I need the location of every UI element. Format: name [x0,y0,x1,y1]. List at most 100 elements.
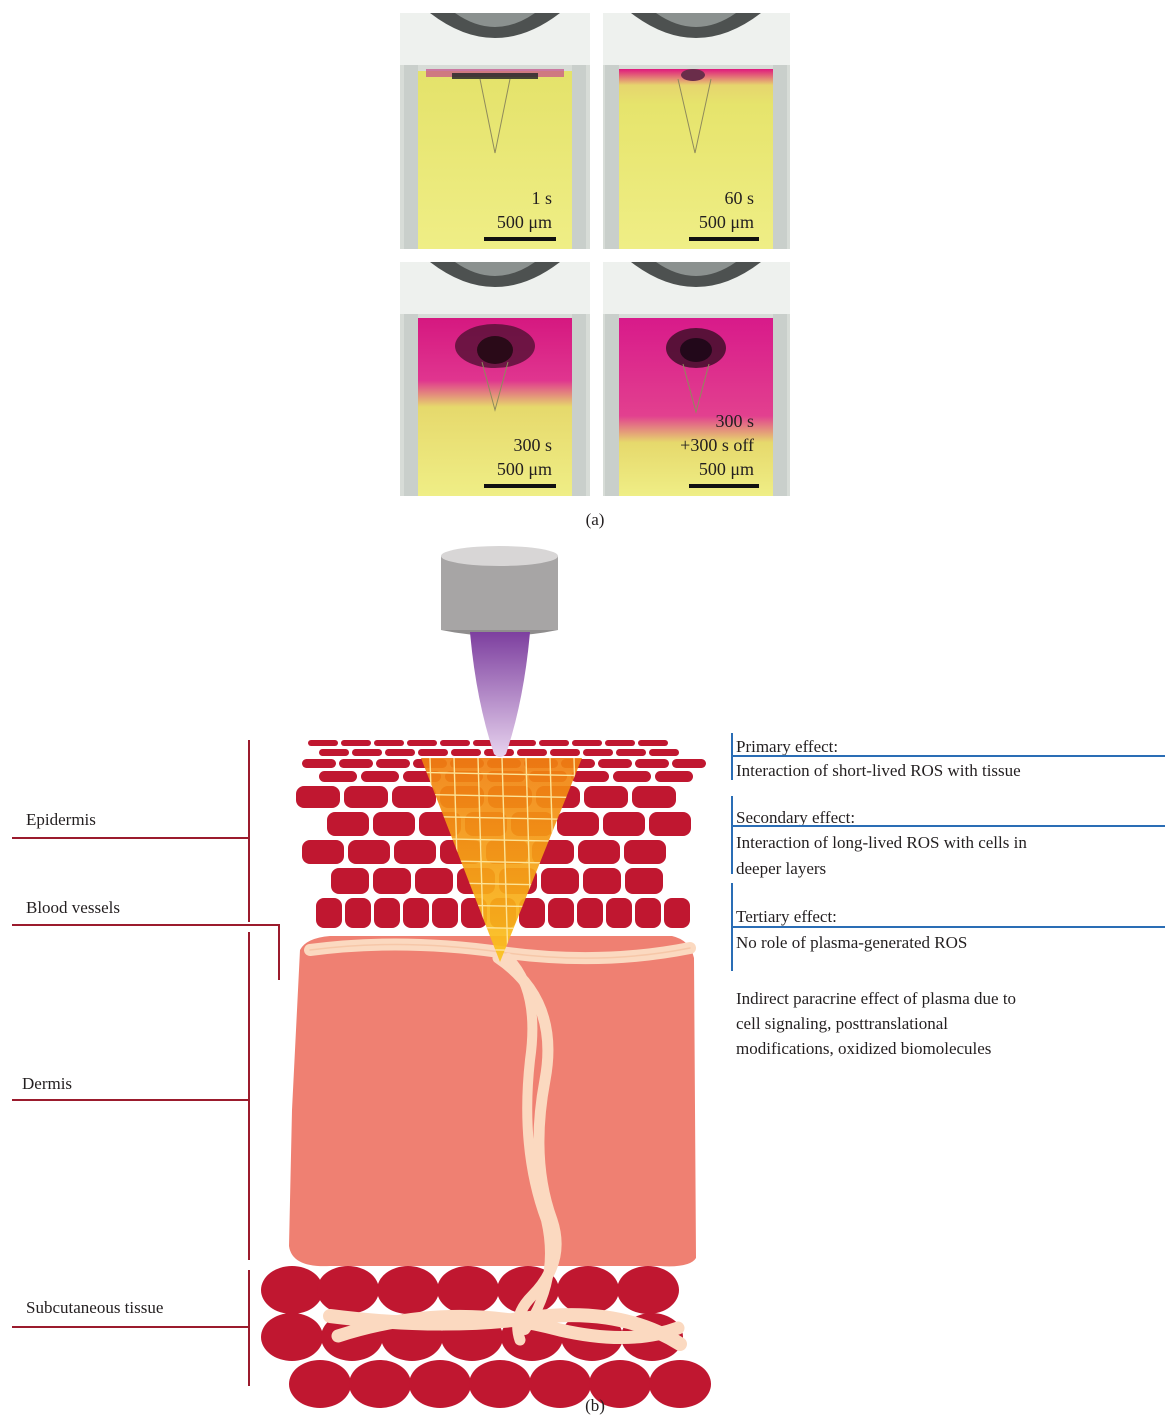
epidermis-cell [331,868,369,894]
epidermis-cell [577,898,603,928]
leader-tertiary [731,926,1165,928]
epidermis-cell [341,740,371,746]
epidermis-cell [664,898,690,928]
epidermis-cell [440,740,470,746]
indirect-effect-3: modifications, oxidized biomolecules [736,1037,991,1060]
indirect-effect-2: cell signaling, posttranslational [736,1012,948,1035]
epidermis-cell [606,898,632,928]
epidermis-cell [339,759,373,768]
fat-cell [289,1360,351,1408]
leader-dermis [12,1099,249,1101]
dermis-layer [289,936,696,1266]
nozzle [441,556,558,630]
fat-cell [377,1266,439,1314]
epidermis-cell [557,812,599,836]
label-epidermis: Epidermis [26,810,96,830]
fat-cell [617,1266,679,1314]
leader-blood-vessels [12,924,279,926]
label-blood-vessels: Blood vessels [26,898,120,918]
primary-effect-desc: Interaction of short-lived ROS with tiss… [736,759,1021,782]
epidermis-cell [583,749,613,756]
epidermis-cell [624,840,666,864]
epidermis-cell [385,749,415,756]
secondary-effect-desc-1: Interaction of long-lived ROS with cells… [736,831,1027,854]
epidermis-cell [361,771,399,782]
epidermis-cell [598,759,632,768]
epidermis-cell [376,759,410,768]
fat-cell [437,1266,499,1314]
leader-subcutaneous [12,1326,249,1328]
label-dermis: Dermis [22,1074,72,1094]
epidermis-cell [572,740,602,746]
epidermis-cell [348,840,390,864]
epidermis-cell [605,740,635,746]
epidermis-cell [345,898,371,928]
bracket-secondary [731,796,733,874]
epidermis-cell [302,759,336,768]
epidermis-cell [374,898,400,928]
epidermis-cell [319,749,349,756]
indirect-effect-1: Indirect paracrine effect of plasma due … [736,987,1016,1010]
bracket-epidermis [248,740,250,922]
epidermis-cell [451,749,481,756]
epidermis-cell [296,786,340,808]
epidermis-cell [603,812,645,836]
epidermis-cell [584,786,628,808]
epidermis-cell [571,771,609,782]
epidermis-cell [373,812,415,836]
epidermis-cell [616,749,646,756]
leader-epidermis [12,837,249,839]
bracket-primary [731,733,733,780]
epidermis-cell [392,786,436,808]
epidermis-cell [308,740,338,746]
fat-cell [557,1266,619,1314]
epidermis-cell [374,740,404,746]
epidermis-cell [517,749,547,756]
epidermis-cell [403,898,429,928]
fat-cell [469,1360,531,1408]
fat-cell [409,1360,471,1408]
fat-cell [317,1266,379,1314]
fat-cell [261,1266,323,1314]
epidermis-cell [578,840,620,864]
epidermis-cell [316,898,342,928]
epidermis-cell [541,868,579,894]
fat-cell [649,1360,711,1408]
epidermis-cell [613,771,651,782]
epidermis-cell [649,812,691,836]
secondary-effect-desc-2: deeper layers [736,857,826,880]
fat-cell [261,1313,323,1361]
fat-cell [349,1360,411,1408]
epidermis-cell [418,749,448,756]
bracket-subcutaneous [248,1270,250,1386]
epidermis-cell [432,898,458,928]
leader-secondary [731,825,1165,827]
epidermis-cell [635,898,661,928]
epidermis-cell [632,786,676,808]
epidermis-cell [672,759,706,768]
epidermis-cell [344,786,388,808]
tertiary-effect-title: Tertiary effect: [736,905,837,928]
epidermis-cell [649,749,679,756]
epidermis-cell [635,759,669,768]
epidermis-cell [373,868,411,894]
epidermis-cell [407,740,437,746]
epidermis-cell [415,868,453,894]
epidermis-cell [394,840,436,864]
epidermis-cell [302,840,344,864]
epidermis-cell [352,749,382,756]
epidermis-cell [506,740,536,746]
leader-primary [731,755,1165,757]
epidermis-cell [327,812,369,836]
bracket-dermis [248,932,250,1260]
epidermis-cell [319,771,357,782]
label-subcutaneous: Subcutaneous tissue [26,1298,163,1318]
bracket-blood-vessels [278,924,280,980]
caption-b: (b) [575,1396,615,1416]
epidermis-cell [550,749,580,756]
epidermis-cell [655,771,693,782]
epidermis-cell [539,740,569,746]
epidermis-cell [583,868,621,894]
epidermis-cell [638,740,668,746]
